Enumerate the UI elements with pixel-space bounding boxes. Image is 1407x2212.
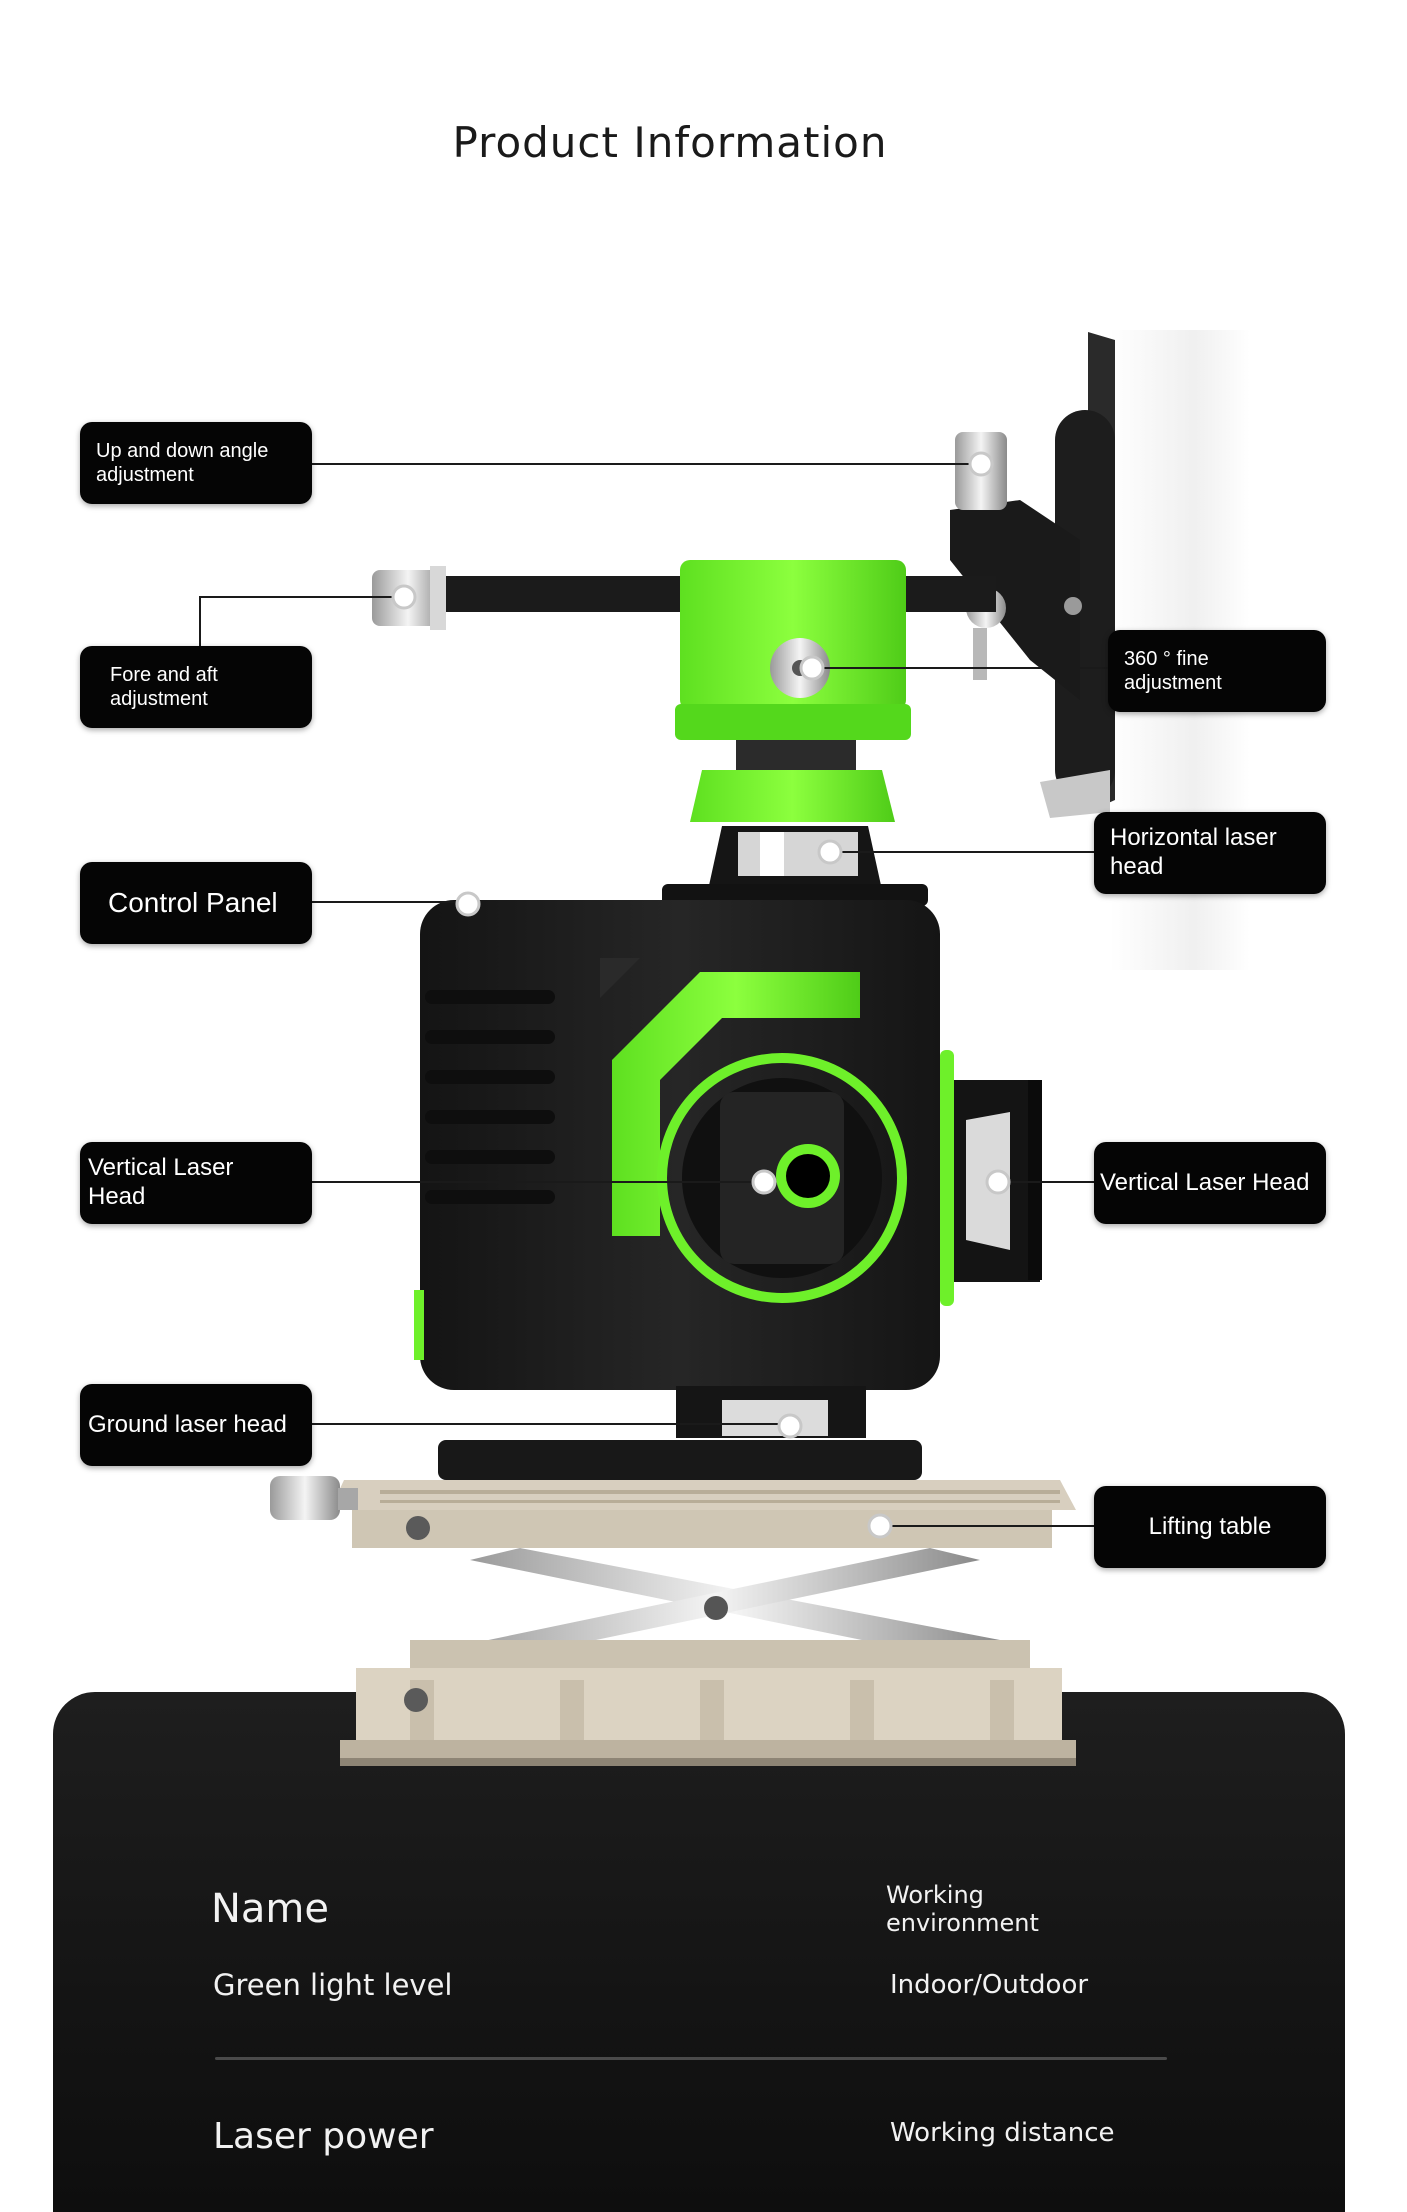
specs-panel: [53, 1692, 1345, 2212]
spec-environment-value: Indoor/Outdoor: [890, 1970, 1089, 2000]
spec-power-label: Laser power: [213, 2116, 434, 2157]
callout-horizontal-laser-head: Horizontal laser head: [1094, 812, 1326, 894]
green-rotating-base: [675, 560, 911, 822]
marker-horizontal: [817, 839, 843, 865]
marker-up-down: [968, 451, 994, 477]
callout-vertical-laser-head-right: Vertical Laser Head: [1094, 1142, 1326, 1224]
page-title: Product Information: [452, 118, 888, 167]
marker-360: [799, 655, 825, 681]
spec-name-value: Green light level: [213, 1968, 453, 2002]
spec-distance-label: Working distance: [890, 2118, 1115, 2148]
leader-fore-aft: [199, 596, 404, 660]
marker-vertical-right: [985, 1169, 1011, 1195]
callout-ground-laser-head: Ground laser head: [80, 1384, 312, 1466]
marker-vertical-left: [751, 1169, 777, 1195]
callout-lifting-table: Lifting table: [1094, 1486, 1326, 1568]
callout-vertical-laser-head-left: Vertical Laser Head: [80, 1142, 312, 1224]
marker-fore-aft: [391, 584, 417, 610]
callout-control-panel: Control Panel: [80, 862, 312, 944]
callout-fore-aft: Fore and aft adjustment: [80, 646, 312, 728]
body-base: [438, 1386, 922, 1480]
marker-lifting: [867, 1513, 893, 1539]
marker-ground: [777, 1413, 803, 1439]
spec-name-label: Name: [211, 1886, 330, 1932]
spec-divider: [215, 2057, 1167, 2060]
marker-control: [455, 891, 481, 917]
callout-360-fine: 360 ° fine adjustment: [1108, 630, 1326, 712]
callout-up-down-angle: Up and down angle adjustment: [80, 422, 312, 504]
spec-environment-label: Working environment: [886, 1881, 1039, 1937]
